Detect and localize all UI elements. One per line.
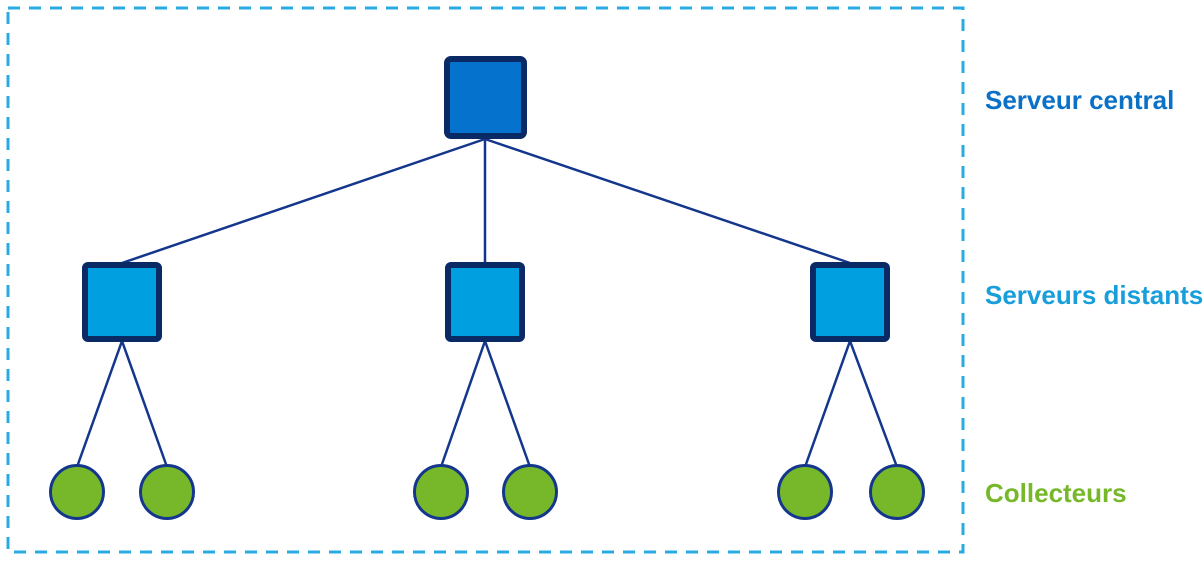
remote-server-node bbox=[445, 262, 525, 342]
connector-line bbox=[439, 340, 487, 468]
dashed-border bbox=[6, 6, 965, 554]
collector-node bbox=[502, 464, 558, 520]
collectors-label: Collecteurs bbox=[985, 478, 1127, 508]
connector-line bbox=[121, 137, 486, 265]
collector-node bbox=[869, 464, 925, 520]
collector-node bbox=[139, 464, 195, 520]
central-server-label: Serveur central bbox=[985, 85, 1175, 115]
connector-line bbox=[483, 340, 532, 468]
collector-node bbox=[777, 464, 833, 520]
collector-node bbox=[49, 464, 105, 520]
collector-node bbox=[413, 464, 469, 520]
connector-line bbox=[75, 340, 124, 468]
connector-line bbox=[484, 137, 851, 265]
connector-line bbox=[120, 340, 169, 468]
remote-server-node bbox=[810, 262, 890, 342]
remote-server-node bbox=[82, 262, 162, 342]
connector-line bbox=[848, 340, 899, 468]
remote-servers-label: Serveurs distants bbox=[985, 280, 1203, 310]
central-server-node bbox=[444, 56, 527, 139]
connector-line bbox=[803, 340, 852, 468]
